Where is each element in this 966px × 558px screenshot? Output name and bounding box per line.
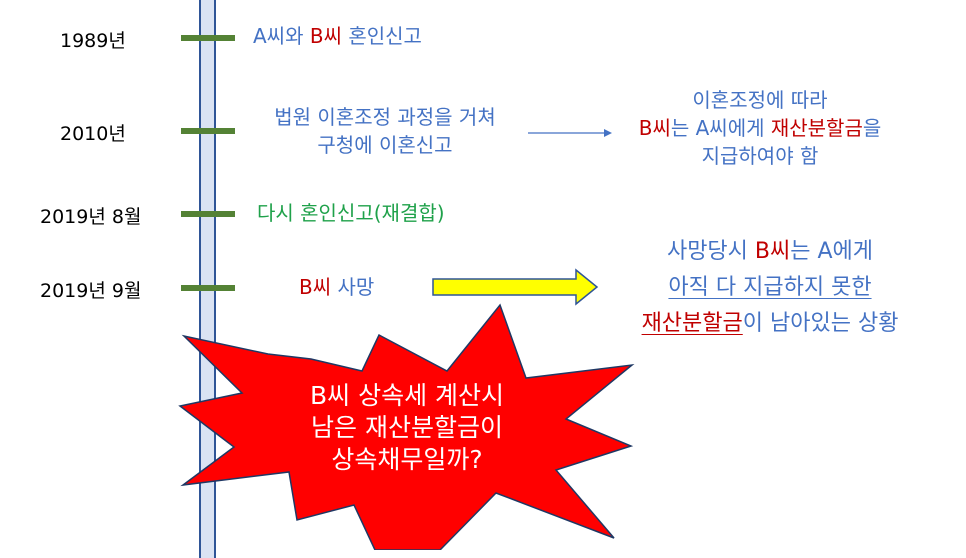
event-1989: A씨와 B씨 혼인신고 — [253, 22, 422, 50]
note-2010-property-division: 재산분할금 — [770, 116, 863, 140]
event-2019-09-part-b: 사망 — [331, 275, 375, 299]
thin-arrow — [528, 129, 612, 137]
note-2019-property-division: 재산분할금 — [641, 311, 743, 336]
burst-text: B씨 상속세 계산시 남은 재산분할금이 상속채무일까? — [262, 380, 552, 476]
event-1989-person-b: B씨 — [309, 24, 342, 48]
note-2010-person-b: B씨 — [638, 116, 671, 140]
burst-line1: B씨 상속세 계산시 — [309, 381, 505, 410]
event-2019-09-person-b: B씨 — [299, 275, 332, 299]
event-2019-09: B씨 사망 — [299, 273, 374, 301]
event-1989-part-a: A씨와 — [253, 24, 310, 48]
note-2019: 사망당시 B씨는 A에게 아직 다 지급하지 못한 재산분할금이 남아있는 상황 — [600, 234, 940, 342]
note-2019-line3: 재산분할금이 남아있는 상황 — [600, 306, 940, 342]
note-2010-particle: 을 — [862, 116, 882, 140]
event-2019-08: 다시 혼인신고(재결합) — [257, 201, 445, 225]
event-2010-line2: 구청에 이혼신고 — [317, 133, 453, 157]
note-2010: 이혼조정에 따라 B씨는 A씨에게 재산분할금을 지급하여야 함 — [580, 86, 940, 170]
timeline-tick-1989 — [181, 35, 235, 41]
date-label-1989: 1989년 — [60, 30, 126, 52]
explosion-burst — [178, 303, 635, 550]
note-2019-text-a: 사망당시 — [666, 239, 755, 264]
timeline-tick-2010 — [181, 128, 235, 134]
date-label-2019-08: 2019년 8월 — [40, 206, 142, 228]
burst-line3: 상속채무일까? — [331, 445, 483, 474]
event-2010: 법원 이혼조정 과정을 거쳐 구청에 이혼신고 — [240, 103, 530, 159]
timeline-tick-2019-08 — [181, 211, 235, 217]
timeline-tick-2019-09 — [181, 285, 235, 291]
note-2010-line3: 지급하여야 함 — [701, 144, 819, 168]
date-label-2010: 2010년 — [60, 123, 126, 145]
note-2019-person-b: B씨 — [754, 239, 791, 264]
note-2010-line2: B씨는 A씨에게 재산분할금을 — [580, 114, 940, 142]
note-2019-text-c: 이 남아있는 상황 — [742, 311, 899, 336]
note-2019-line1: 사망당시 B씨는 A에게 — [600, 234, 940, 270]
event-1989-part-c: 혼인신고 — [341, 24, 422, 48]
burst-line2: 남은 재산분할금이 — [311, 413, 503, 442]
note-2019-text-b: 는 A에게 — [790, 239, 874, 264]
date-label-2019-09: 2019년 9월 — [40, 280, 142, 302]
note-2010-line1: 이혼조정에 따라 — [692, 88, 828, 112]
block-arrow — [432, 268, 599, 306]
note-2019-line2: 아직 다 지급하지 못한 — [668, 275, 872, 300]
note-2010-text: 는 A씨에게 — [670, 116, 771, 140]
event-2010-line1: 법원 이혼조정 과정을 거쳐 — [274, 105, 496, 129]
